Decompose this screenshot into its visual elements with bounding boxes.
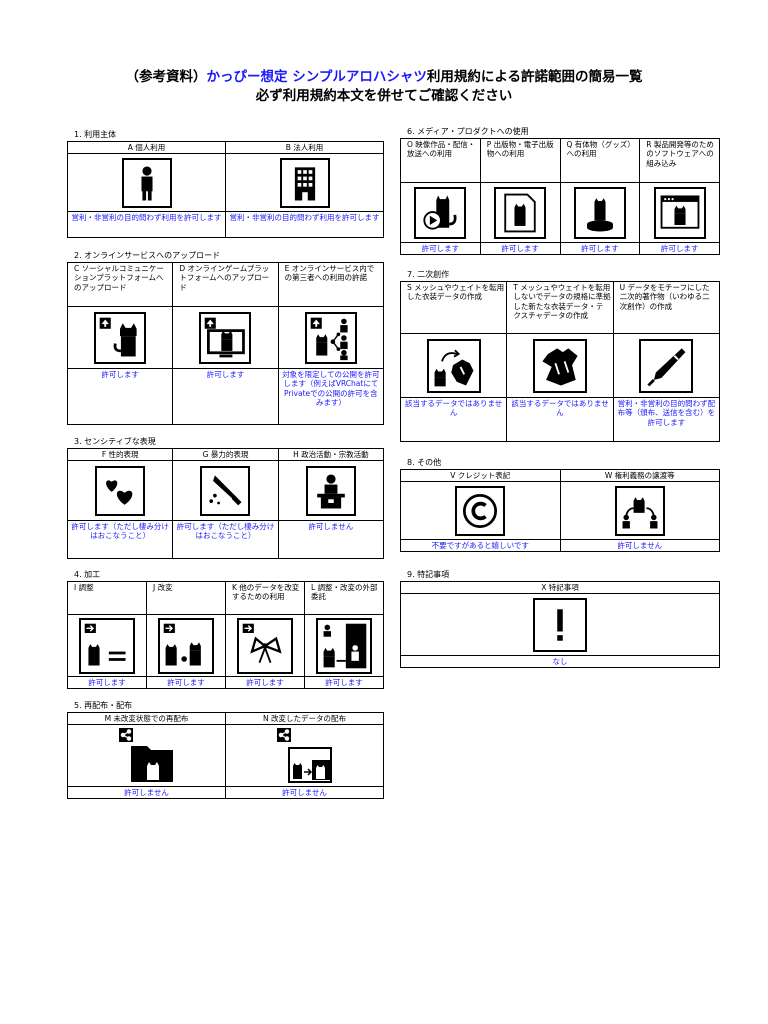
section-media-products: 6. メディア・プロダクトへの使用 O 映像作品・配信・放送への利用 P 出版物… (400, 127, 720, 256)
figure-goods-icon (573, 186, 626, 239)
value-modified: 許可しません (225, 785, 384, 800)
office-building-icon (279, 157, 330, 208)
value-social: 許可します (66, 368, 174, 425)
col-head-credit: V クレジット表記 (400, 469, 561, 482)
upload-avatar-icon (94, 311, 147, 364)
section-redistribution: 5. 再配布・配布 M 未改変状態での再配布 N 改変したデータの配布 許可しま… (67, 701, 384, 800)
col-head-game: D オンラインゲームプラットフォームへのアップロード (172, 262, 279, 307)
col-head-mesh-transfer: S メッシュやウェイトを転用した衣装データの作成 (399, 281, 508, 334)
col-head-modify: J 改変 (146, 581, 226, 615)
value-publication: 許可します (479, 241, 561, 256)
value-for-other-data: 許可します (225, 675, 305, 690)
share-users-icon (304, 311, 357, 364)
col-head-special: X 特記事項 (400, 581, 720, 594)
title-prefix: （参考資料） (125, 69, 207, 85)
share-modified-icon (276, 727, 333, 784)
col-head-new-outfit: T メッシュやウェイトを転用しないでデータの規格に準拠した新たな衣装データ・テク… (506, 281, 614, 334)
value-new-outfit: 該当するデータではありません (506, 397, 614, 442)
section-label: 5. 再配布・配布 (74, 701, 133, 710)
section-derivative: 7. 二次創作 S メッシュやウェイトを転用した衣装データの作成 T メッシュや… (399, 270, 721, 442)
section-label: 9. 特記事項 (407, 570, 450, 579)
podium-speaker-icon (305, 465, 356, 516)
adjust-equal-icon (79, 617, 135, 674)
col-head-unmodified: M 未改変状態での再配布 (67, 712, 226, 725)
section-usage-subject: 1. 利用主体 A 個人利用 B 法人利用 営利・非営利の目的問わず利用を許可し… (67, 130, 384, 238)
ribbon-icon (237, 617, 293, 674)
exclamation-icon (533, 597, 587, 652)
value-modify: 許可します (146, 675, 226, 690)
col-head-transfer: W 権利義務の譲渡等 (559, 469, 720, 482)
col-head-outsource: L 調整・改変の外部委託 (304, 581, 384, 615)
col-head-third-party: E オンラインサービス内での第三者への利用の許諾 (277, 262, 385, 307)
title-notice: 必ず利用規約本文を併せてご確認ください (255, 88, 513, 104)
video-play-icon (414, 186, 467, 239)
person-icon (121, 157, 172, 208)
value-adjust: 許可します (67, 675, 147, 690)
value-unmodified: 許可しません (67, 785, 226, 800)
value-software: 許可します (639, 241, 720, 256)
section-label: 1. 利用主体 (74, 130, 117, 139)
title-suffix: 利用規約による許諾範囲の簡易一覧 (426, 69, 643, 85)
col-head-publication: P 出版物・電子出版物への利用 (479, 138, 561, 183)
value-transfer: 許可しません (559, 538, 720, 553)
section-label: 8. その他 (407, 458, 442, 467)
col-head-sexual: F 性的表現 (66, 448, 174, 461)
col-head-violent: G 暴力的表現 (172, 448, 279, 461)
hearts-icon (95, 465, 146, 516)
value-violent: 許可します（ただし棲み分けはおこなうこと） (172, 520, 279, 559)
document-title: （参考資料）かっぴー想定 シンプルアロハシャツ利用規約による許諾範囲の簡易一覧 … (0, 68, 768, 106)
section-label: 6. メディア・プロダクトへの使用 (407, 127, 529, 136)
value-goods: 許可します (559, 241, 641, 256)
col-head-political: H 政治活動・宗教活動 (277, 448, 385, 461)
col-head-fan-work: U データをモチーフにした二次的著作物（いわゆる二次創作）の作成 (612, 281, 721, 334)
value-credit: 不要ですがあると嬉しいです (400, 538, 561, 553)
section-others: 8. その他 V クレジット表記 W 権利義務の譲渡等 不要ですがあると嬉しいで… (400, 458, 720, 553)
value-mesh-transfer: 該当するデータではありません (399, 397, 508, 442)
pen-nib-icon (639, 338, 694, 393)
col-head-adjust: I 調整 (67, 581, 147, 615)
col-head-modified: N 改変したデータの配布 (225, 712, 384, 725)
share-folder-icon (118, 727, 175, 784)
title-product: かっぴー想定 シンプルアロハシャツ (206, 69, 427, 85)
value-personal: 営利・非営利の目的問わず利用を許可します (67, 211, 226, 238)
section-processing: 4. 加工 I 調整 J 改変 K 他のデータを改変するための利用 L 調整・改… (67, 570, 384, 690)
section-special-notes: 9. 特記事項 X 特記事項 なし (400, 570, 720, 669)
modify-icon (158, 617, 214, 674)
value-sexual: 許可します（ただし棲み分けはおこなうこと） (66, 520, 174, 559)
software-window-icon (653, 186, 706, 239)
col-head-video: O 映像作品・配信・放送への利用 (400, 138, 481, 183)
section-online-upload: 2. オンラインサービスへのアップロード C ソーシャルコミュニケーションプラッ… (66, 251, 385, 425)
value-political: 許可しません (277, 520, 385, 559)
upload-monitor-icon (199, 311, 252, 364)
value-third-party: 対象を限定しての公開を許可します（例えばVRChatにてPrivateでの公開の… (277, 368, 385, 425)
section-label: 3. センシティブな表現 (74, 437, 156, 446)
value-video: 許可します (400, 241, 481, 256)
value-outsource: 許可します (304, 675, 384, 690)
col-head-for-other-data: K 他のデータを改変するための利用 (225, 581, 305, 615)
section-sensitive: 3. センシティブな表現 F 性的表現 G 暴力的表現 H 政治活動・宗教活動 … (66, 437, 385, 559)
shirt-icon (532, 338, 587, 393)
value-corporate: 営利・非営利の目的問わず利用を許可します (225, 211, 384, 238)
section-label: 4. 加工 (74, 570, 101, 579)
shirt-transfer-icon (426, 338, 481, 393)
value-fan-work: 営利・非営利の目的問わず配布等（頒布、送信を含む）を許可します (612, 397, 721, 442)
value-special: なし (400, 654, 720, 669)
copyright-icon (455, 485, 506, 536)
col-head-corporate: B 法人利用 (225, 141, 384, 154)
transfer-rights-icon (614, 485, 665, 536)
value-game: 許可します (172, 368, 279, 425)
col-head-personal: A 個人利用 (67, 141, 226, 154)
knife-icon (200, 465, 251, 516)
col-head-social: C ソーシャルコミュニケーションプラットフォームへのアップロード (66, 262, 174, 307)
col-head-software: R 製品開発等のためのソフトウェアへの組み込み (639, 138, 720, 183)
col-head-goods: Q 有体物（グッズ）への利用 (559, 138, 641, 183)
document-icon (494, 186, 547, 239)
section-label: 2. オンラインサービスへのアップロード (74, 251, 221, 260)
outsource-icon (316, 617, 372, 674)
section-label: 7. 二次創作 (407, 270, 450, 279)
